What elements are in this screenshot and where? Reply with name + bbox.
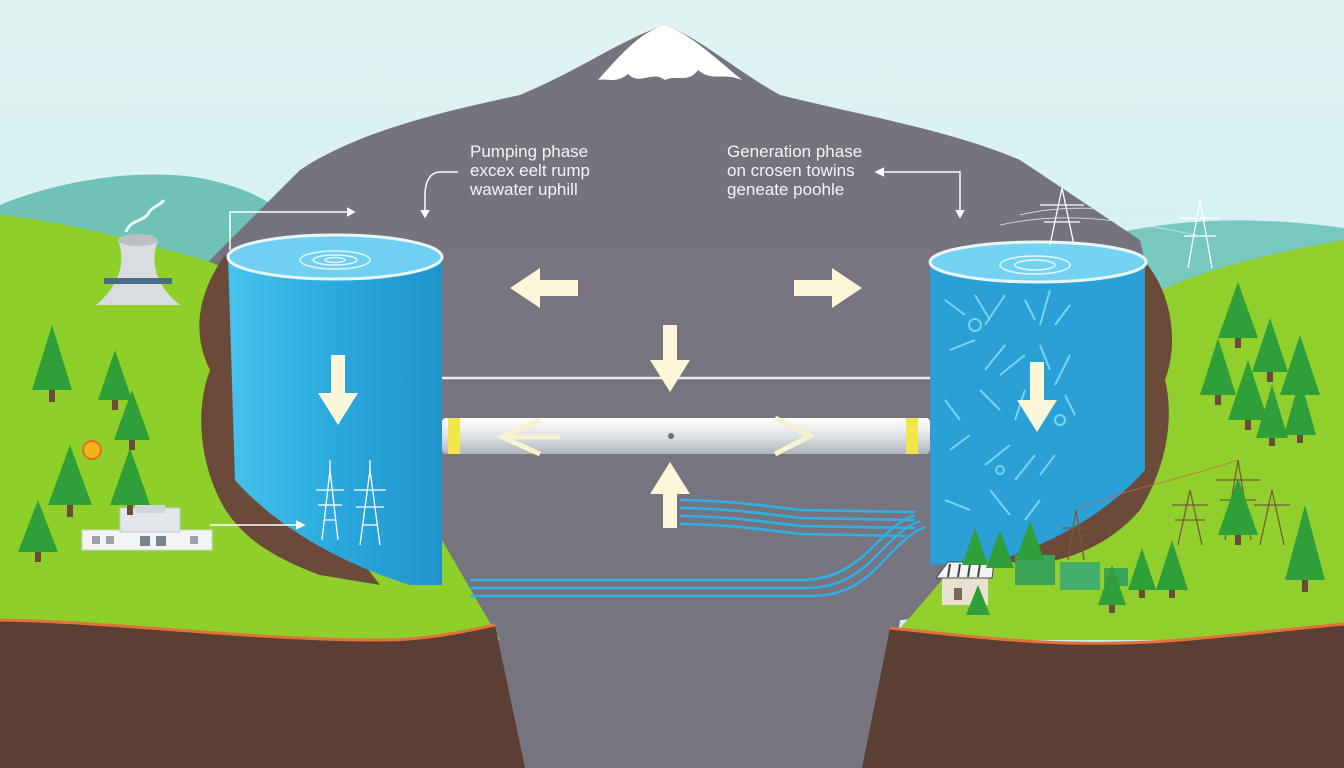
water-streams [470, 498, 926, 598]
pipe-arrows [495, 415, 816, 457]
arrow-right-top-icon [794, 268, 862, 308]
pumping-phase-line-2: excex eelt rump [470, 161, 590, 180]
generation-phase-line-3: geneate poohle [727, 180, 845, 199]
arrow-down-right-reservoir-icon [1017, 362, 1057, 432]
arrow-right-pipe-icon [773, 415, 816, 457]
factory-icon [81, 505, 213, 551]
soil-left [0, 620, 525, 768]
arrow-down-left-reservoir-icon [318, 355, 358, 425]
snow-cap [598, 25, 742, 80]
direction-arrows [318, 268, 1057, 528]
penstock-pipe [442, 418, 930, 454]
generation-phase-line-1: Generation phase [727, 142, 863, 161]
power-pylon-icon [316, 187, 1220, 546]
sun-icon [82, 440, 102, 460]
soil-right [862, 624, 1344, 768]
pumping-phase-label: Pumping phase excex eelt rump wawater up… [470, 142, 590, 199]
pumping-phase-line-3: wawater uphill [470, 180, 578, 199]
generation-phase-line-2: on crosen towins [727, 161, 855, 180]
soil-edge-right [889, 622, 1344, 645]
soil-edge-left [0, 618, 496, 642]
arrow-up-center-icon [650, 462, 690, 528]
arrow-left-top-icon [510, 268, 578, 308]
callout-lines [210, 167, 965, 530]
cooling-tower-icon [96, 199, 180, 305]
generation-phase-label: Generation phase on crosen towins geneat… [727, 142, 862, 199]
arrow-down-center-icon [650, 325, 690, 392]
tree-icon [18, 282, 1325, 615]
pumping-phase-line-1: Pumping phase [470, 142, 589, 161]
house-icon [935, 555, 1128, 605]
